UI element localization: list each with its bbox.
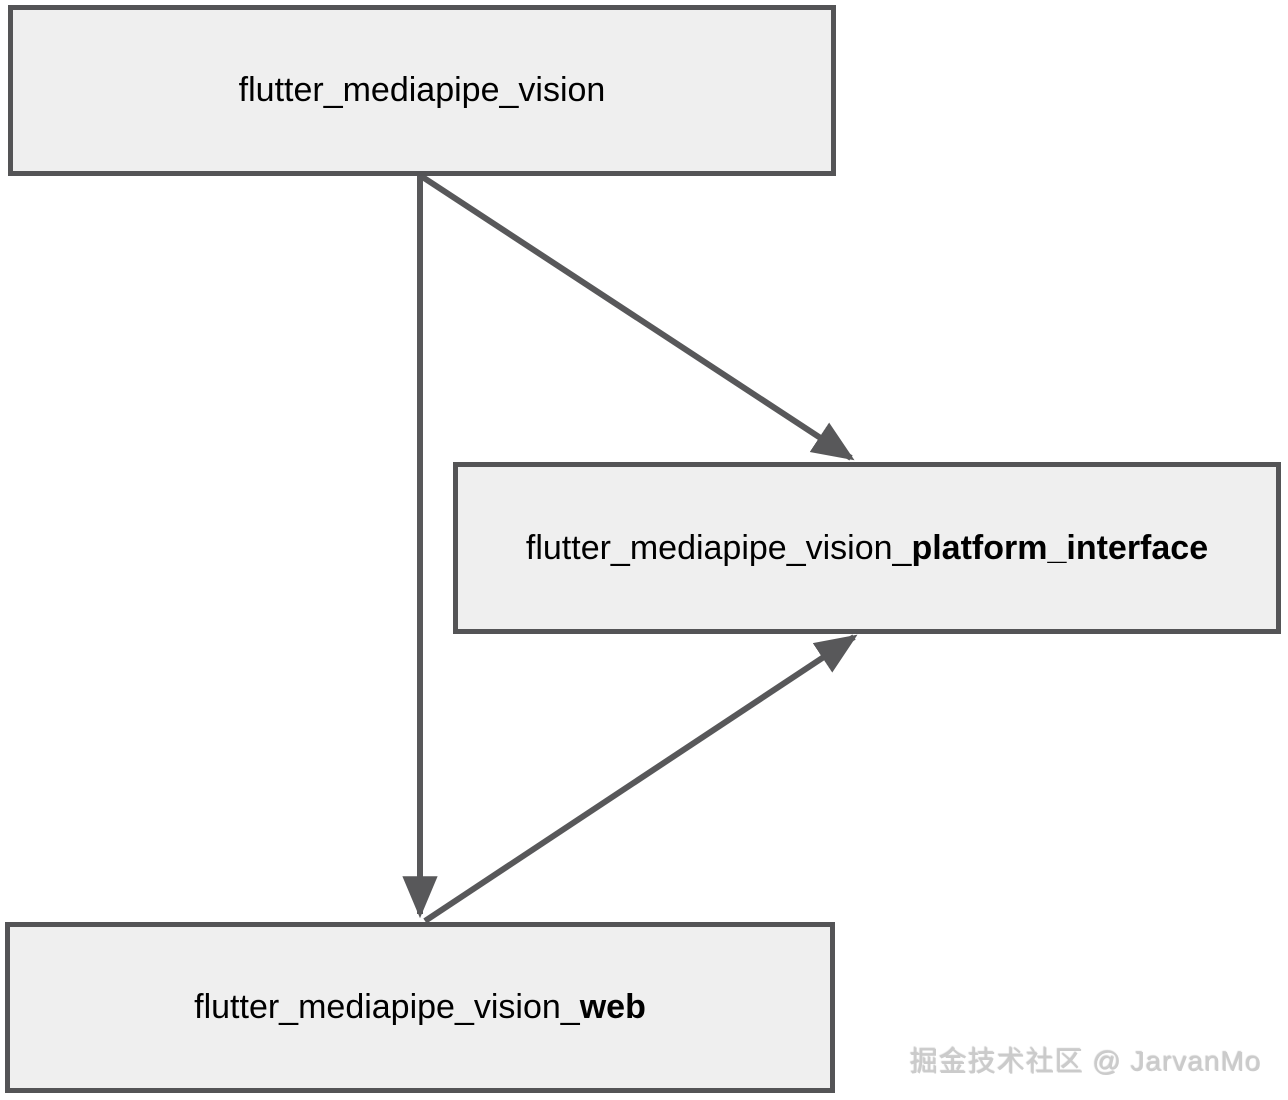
- node-label-prefix: flutter_mediapipe_vision_: [194, 988, 580, 1026]
- node-flutter-mediapipe-vision-web: flutter_mediapipe_vision_web: [5, 922, 835, 1093]
- edge-vision-to-platform-interface: [419, 173, 855, 461]
- node-flutter-mediapipe-vision-platform-interface: flutter_mediapipe_vision_platform_interf…: [453, 462, 1281, 634]
- edge-web-to-platform-interface: [423, 634, 858, 924]
- node-label: flutter_mediapipe_vision_web: [194, 988, 646, 1027]
- node-label: flutter_mediapipe_vision_platform_interf…: [526, 529, 1208, 568]
- watermark: 掘金技术社区 @ JarvanMo: [910, 1046, 1262, 1077]
- node-flutter-mediapipe-vision: flutter_mediapipe_vision: [8, 5, 836, 176]
- node-label-bold: platform_interface: [911, 528, 1209, 567]
- node-label: flutter_mediapipe_vision: [239, 71, 606, 110]
- node-label-prefix: flutter_mediapipe_vision_: [525, 528, 912, 567]
- node-label-bold: web: [579, 988, 646, 1026]
- node-label-prefix: flutter_mediapipe_vision: [238, 71, 606, 109]
